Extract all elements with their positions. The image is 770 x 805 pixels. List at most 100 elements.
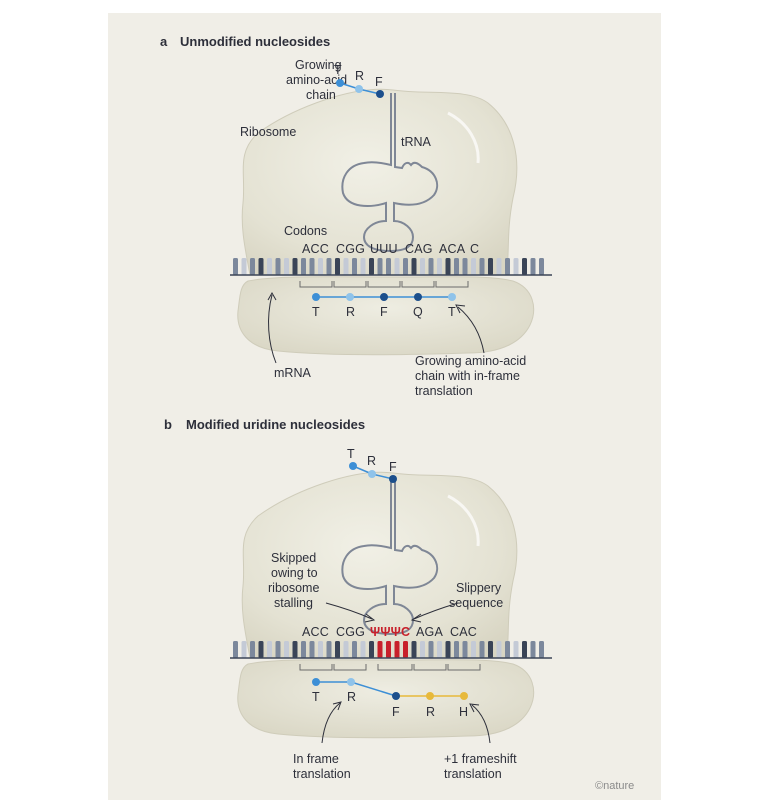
nucleotide-tick: [462, 641, 468, 658]
top-chain-f: F: [375, 75, 383, 89]
amino-acid-t: [336, 79, 344, 87]
nucleotide-tick: [352, 641, 357, 658]
growing-chain-label-3: chain: [306, 88, 336, 102]
skipped-label-2: owing to: [271, 566, 318, 580]
nucleotide-tick: [284, 641, 289, 658]
amino-acid-r: [347, 678, 355, 686]
codon-b-1: ACC: [302, 625, 329, 639]
amino-acid-r: [346, 293, 354, 301]
growing-chain-label-2: amino-acid: [286, 73, 347, 87]
nucleotide-tick: [352, 258, 357, 275]
inframe-label-3: translation: [415, 384, 473, 398]
panel-a-title: Unmodified nucleosides: [180, 34, 330, 49]
nucleotide-tick: [428, 641, 434, 658]
mrna-arrow: [268, 294, 277, 364]
figure-svg: a Unmodified nucleosides Growing amino-a…: [160, 34, 634, 792]
nucleotide-tick: [318, 258, 323, 275]
nucleotide-tick: [445, 258, 451, 275]
codon-b-4: AGA: [416, 625, 443, 639]
ribosome-large-subunit-b: [241, 471, 518, 659]
inframe-arrow-b: [321, 702, 341, 744]
codon-b-modified: ΨΨΨC: [370, 625, 410, 639]
frameshift-label-1: +1 frameshift: [444, 752, 517, 766]
mrna-strand-a: [233, 258, 544, 275]
nucleotide-tick: [420, 258, 425, 275]
amino-acid-f: [376, 90, 384, 98]
nucleotide-tick: [479, 641, 485, 658]
nucleotide-tick: [513, 258, 519, 275]
nucleotide-tick: [309, 641, 315, 658]
skipped-label-3: ribosome: [268, 581, 319, 595]
codon-b-5: CAC: [450, 625, 477, 639]
skipped-label-1: Skipped: [271, 551, 316, 565]
nucleotide-tick: [505, 641, 510, 658]
codon-b-2: CGG: [336, 625, 365, 639]
trna-shape-b: [341, 476, 439, 636]
mrna-strand-b: [233, 641, 544, 658]
nucleotide-tick: [301, 641, 306, 658]
codon-a-5: ACA: [439, 242, 466, 256]
nucleotide-tick: [505, 258, 510, 275]
nucleotide-tick: [258, 641, 264, 658]
nucleotide-tick: [284, 258, 289, 275]
panel-b: b Modified uridine nucleosides T R F Ski…: [164, 417, 634, 792]
ribosome-small-subunit-b: [237, 659, 535, 739]
nucleotide-tick: [275, 258, 281, 275]
bottom-chain-q: Q: [413, 305, 423, 319]
nucleotide-tick: [386, 258, 391, 275]
inframe-b-label-2: translation: [293, 767, 351, 781]
panel-a-letter: a: [160, 34, 168, 49]
growing-chain-label-1: Growing: [295, 58, 342, 72]
codons-label: Codons: [284, 224, 327, 238]
nucleotide-tick: [241, 641, 247, 658]
nucleotide-tick: [513, 641, 519, 658]
codon-a-4: CAG: [405, 242, 433, 256]
nucleotide-tick: [488, 641, 493, 658]
nucleotide-tick: [369, 258, 374, 275]
nucleotide-tick: [343, 641, 349, 658]
nucleotide-tick: [301, 258, 306, 275]
frameshift-arrow: [471, 704, 491, 744]
nature-credit: ©nature: [595, 780, 634, 792]
top-chain-b-f: F: [389, 460, 397, 474]
nucleotide-tick: [471, 258, 476, 275]
nucleotide-tick: [496, 641, 502, 658]
nucleotide-tick: [522, 641, 527, 658]
nucleotide-tick: [309, 258, 315, 275]
top-chain-r: R: [355, 69, 364, 83]
amino-acid-t: [448, 293, 456, 301]
codon-brackets-b: [299, 664, 481, 671]
nucleotide-tick: [369, 641, 374, 658]
nucleotide-tick: [462, 258, 468, 275]
nucleotide-tick: [437, 641, 442, 658]
nucleotide-tick: [318, 641, 323, 658]
nucleotide-tick: [530, 258, 536, 275]
nucleotide-tick: [377, 258, 383, 275]
nucleotide-tick: [233, 258, 238, 275]
nucleotide-tick: [530, 641, 536, 658]
amino-acid-r-gold: [426, 692, 434, 700]
top-chain-b-t: T: [347, 447, 355, 461]
shift-chain-h: H: [459, 705, 468, 719]
nucleotide-tick: [539, 641, 544, 658]
inframe-arrow: [457, 306, 485, 354]
nucleotide-tick: [258, 258, 264, 275]
amino-acid-r: [368, 470, 376, 478]
nucleotide-tick: [275, 641, 281, 658]
shift-chain-f: F: [392, 705, 400, 719]
nucleotide-tick: [250, 258, 255, 275]
nucleotide-tick: [522, 258, 527, 275]
ribosome-small-subunit-a: [237, 276, 535, 356]
panel-b-title: Modified uridine nucleosides: [186, 417, 365, 432]
amino-acid-t: [349, 462, 357, 470]
ribosome-label: Ribosome: [240, 125, 296, 139]
nucleotide-tick: [335, 258, 340, 275]
nucleotide-tick: [411, 641, 417, 658]
nucleotide-tick: [539, 258, 544, 275]
amino-acid-h: [460, 692, 468, 700]
codon-a-2: CGG: [336, 242, 365, 256]
amino-acid-f: [380, 293, 388, 301]
amino-acid-f: [392, 692, 400, 700]
nucleotide-tick: [267, 258, 272, 275]
nucleotide-tick: [454, 258, 459, 275]
